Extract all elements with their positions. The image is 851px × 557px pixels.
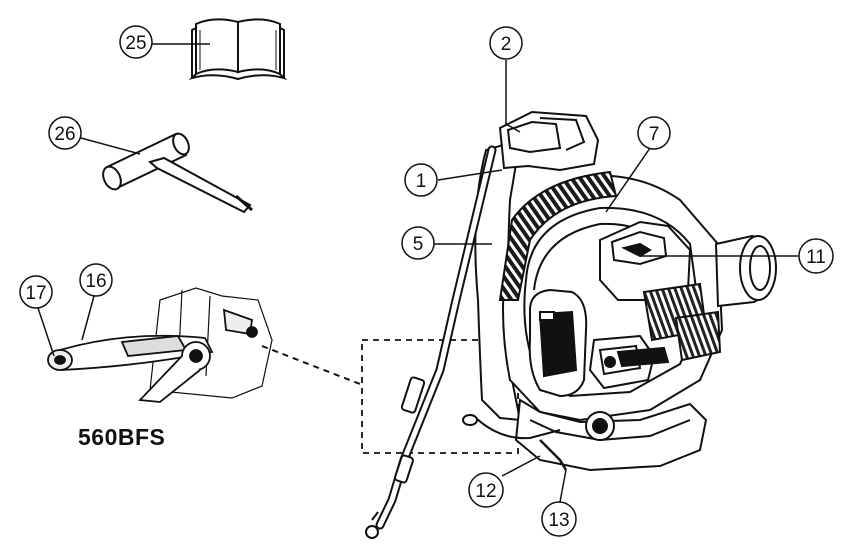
callout-2: 2 <box>489 26 523 60</box>
model-label: 560BFS <box>78 424 166 450</box>
callout-25: 25 <box>119 25 153 59</box>
throttle-handle-illustration <box>47 287 273 403</box>
leader-lines <box>37 43 798 503</box>
callout-5: 5 <box>401 226 435 260</box>
callout-16: 16 <box>79 263 113 297</box>
callout-2-number: 2 <box>501 34 512 55</box>
callout-7-number: 7 <box>649 124 660 145</box>
callout-5-number: 5 <box>413 234 424 255</box>
detail-box-dashed <box>361 339 519 454</box>
callout-11-number: 11 <box>806 247 826 268</box>
callout-13-number: 13 <box>548 510 569 531</box>
operator-manual-illustration <box>188 18 288 81</box>
callout-13: 13 <box>541 501 577 537</box>
spark-plug-wrench-illustration <box>102 132 253 214</box>
detail-link-dashed-line <box>261 345 361 385</box>
callout-25-number: 25 <box>125 33 146 54</box>
callout-1: 1 <box>404 163 438 197</box>
callout-7: 7 <box>637 116 671 150</box>
backpack-blower-illustration <box>365 110 777 539</box>
callout-26: 26 <box>48 116 82 150</box>
callout-17-number: 17 <box>25 283 46 304</box>
callout-26-number: 26 <box>54 124 75 145</box>
callout-11: 11 <box>798 238 834 274</box>
callout-16-number: 16 <box>85 271 106 292</box>
callout-17: 17 <box>19 275 53 309</box>
callout-1-number: 1 <box>416 171 427 192</box>
callout-12-number: 12 <box>475 481 496 502</box>
callout-12: 12 <box>468 472 504 508</box>
